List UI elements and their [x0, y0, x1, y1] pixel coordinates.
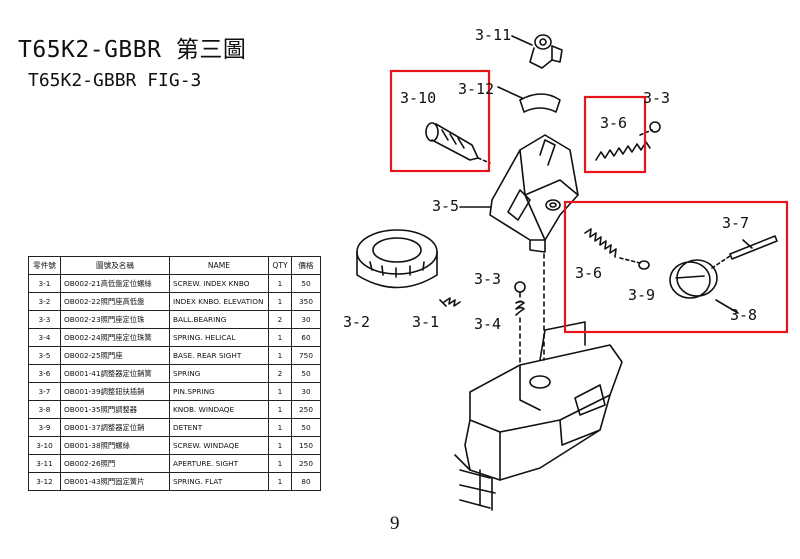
cell-code-name: OB001-43照門固定簧片: [60, 472, 170, 491]
callout-3-4: 3-4: [474, 315, 501, 333]
detent-part: [638, 260, 650, 270]
callout-3-11: 3-11: [475, 26, 511, 44]
aperture-sight-part: [529, 34, 563, 69]
spring-lower-part: [584, 228, 617, 258]
callout-3-10: 3-10: [400, 89, 436, 107]
callout-3-12: 3-12: [458, 80, 494, 98]
screw-windage-part: [425, 122, 491, 164]
knob-windage-part: [669, 259, 718, 299]
spring-flat-part: [519, 93, 561, 113]
highlight-box-spring: [583, 95, 647, 174]
callout-3-3-upper: 3-3: [643, 89, 670, 107]
callout-3-9: 3-9: [628, 286, 655, 304]
parts-table-header-row: 零件號 圖號及名稱 NAME QTY 價格: [28, 256, 321, 275]
receiver-frame: [454, 321, 623, 511]
callout-3-3-lower: 3-3: [474, 270, 501, 288]
callout-labels: 3-11 3-12 3-10 3-6 3-3 3-5 3-7 3-6 3-3 3…: [343, 26, 757, 333]
helical-spring-part: [515, 300, 525, 316]
page-number: 9: [390, 513, 400, 534]
callout-3-2: 3-2: [343, 313, 370, 331]
spring-upper-part: [595, 141, 651, 161]
callout-3-7: 3-7: [722, 214, 749, 232]
index-screw-part: [443, 297, 461, 307]
callout-3-6-lower: 3-6: [575, 264, 602, 282]
pin-spring-part: [729, 235, 778, 260]
callout-3-5: 3-5: [432, 197, 459, 215]
callout-3-8: 3-8: [730, 306, 757, 324]
cell-name: SPRING. FLAT: [169, 472, 269, 491]
highlight-box-knob-assembly: [563, 200, 789, 334]
callout-3-1: 3-1: [412, 313, 439, 331]
rear-sight-base-part: [489, 134, 579, 253]
document-subtitle: T65K2-GBBR FIG-3: [28, 70, 202, 91]
highlight-box-screw: [389, 69, 491, 173]
index-knob-part: [356, 229, 438, 289]
cell-price: 80: [291, 472, 321, 491]
callout-3-6-upper: 3-6: [600, 114, 627, 132]
document-title: T65K2-GBBR 第三圖: [18, 37, 247, 63]
